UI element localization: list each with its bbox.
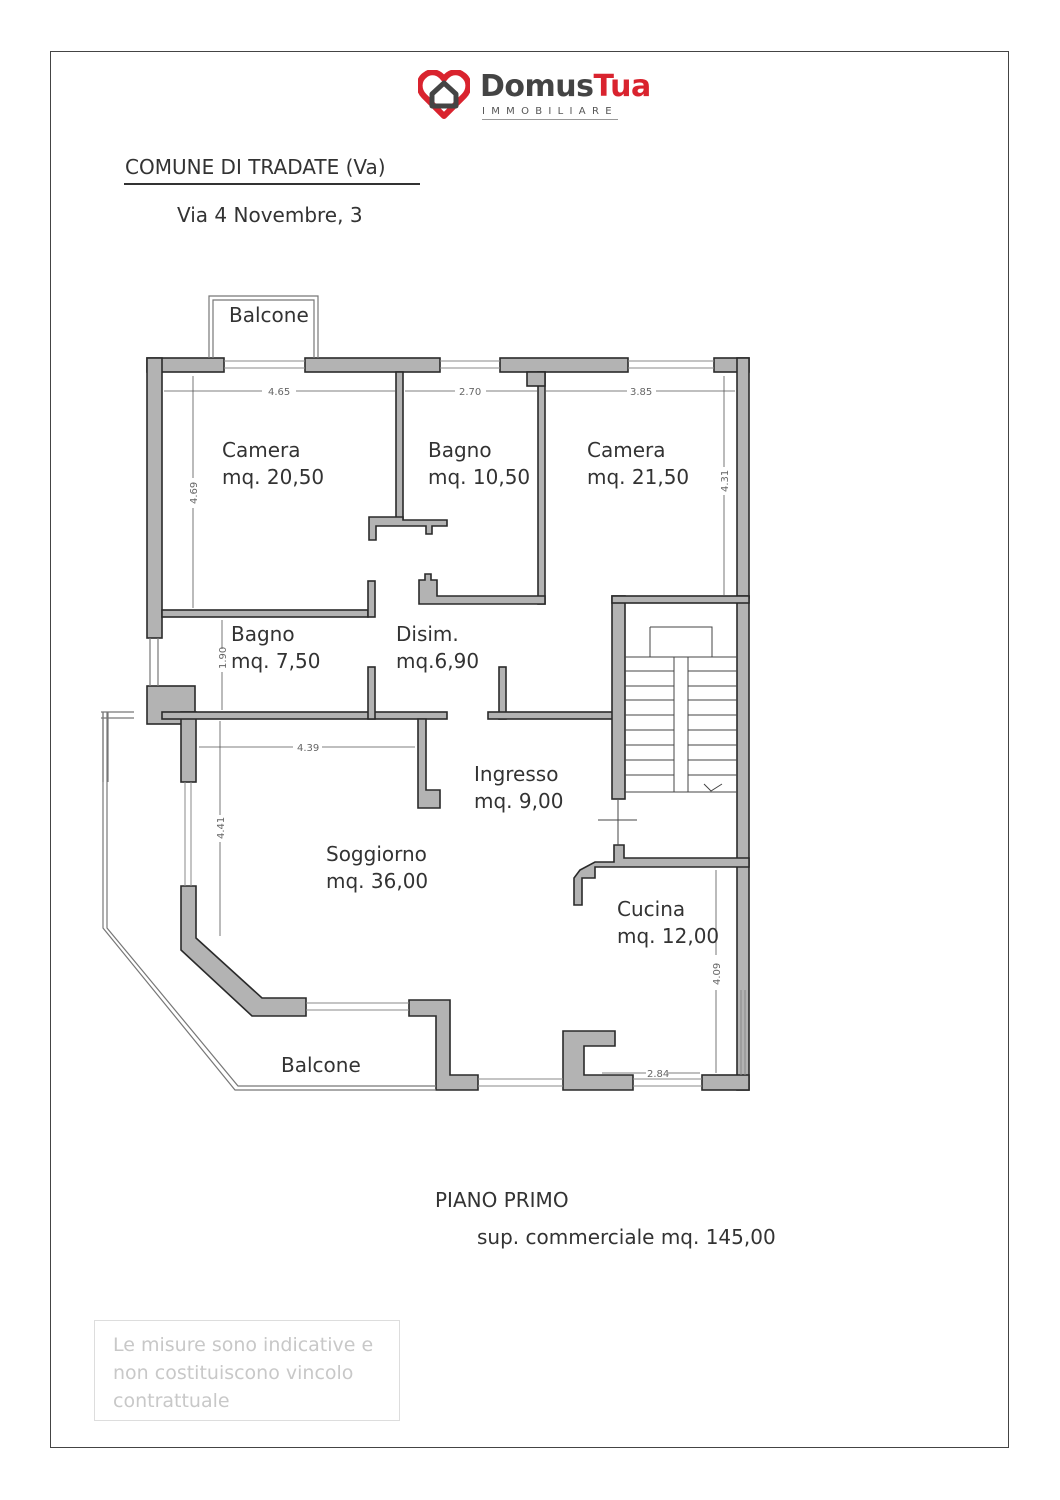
disim-name: Disim. bbox=[396, 622, 459, 646]
windows bbox=[184, 360, 746, 1087]
wall-left-upper bbox=[146, 357, 163, 639]
dimension-lines bbox=[164, 376, 735, 1074]
dim-soggiorno-width: 4.39 bbox=[297, 743, 319, 754]
wall-camera-stub bbox=[368, 516, 448, 541]
dimension-labels: 4.65 2.70 3.85 4.69 4.31 1.90 4.39 4.41 … bbox=[189, 387, 731, 1080]
dim-cucina-width: 2.84 bbox=[647, 1069, 669, 1080]
balcone-bottom-outline bbox=[102, 712, 436, 1091]
wall-camera-bagno bbox=[395, 371, 404, 521]
dim-camera1-depth: 4.69 bbox=[189, 482, 200, 504]
balcone-top-label: Balcone bbox=[229, 303, 309, 327]
wall-kitchen-top bbox=[573, 844, 750, 906]
wall-right-upper bbox=[736, 357, 750, 599]
ingresso-name: Ingresso bbox=[474, 762, 558, 786]
dim-bagno2-depth: 1.90 bbox=[218, 647, 229, 669]
wall-soggiorno-pier bbox=[417, 718, 441, 809]
staircase bbox=[598, 626, 737, 845]
floor-label: PIANO PRIMO bbox=[435, 1188, 569, 1212]
wall-stair-left bbox=[611, 595, 626, 800]
wall-bagno2-bottom bbox=[161, 711, 448, 720]
camera2-area: mq. 21,50 bbox=[587, 465, 689, 489]
heart-house-logo-icon bbox=[418, 70, 470, 119]
dim-camera2-width: 3.85 bbox=[630, 387, 652, 398]
camera1-area: mq. 20,50 bbox=[222, 465, 324, 489]
wall-stair-top bbox=[611, 595, 750, 604]
disclaimer-line: contrattuale bbox=[113, 1390, 230, 1412]
comune-title: COMUNE DI TRADATE (Va) bbox=[125, 155, 386, 179]
bagno2-area: mq. 7,50 bbox=[231, 649, 320, 673]
wall-bagno-camera bbox=[537, 371, 546, 605]
bagno2-name: Bagno bbox=[231, 622, 295, 646]
wall-left-pier bbox=[180, 711, 197, 783]
wall-bottom-left bbox=[408, 999, 479, 1091]
cucina-name: Cucina bbox=[617, 897, 685, 921]
bagno1-name: Bagno bbox=[428, 438, 492, 462]
wall-kitchen-pier bbox=[562, 1030, 634, 1091]
soggiorno-name: Soggiorno bbox=[326, 842, 427, 866]
walls bbox=[146, 357, 750, 1091]
surface-label: sup. commerciale mq. 145,00 bbox=[477, 1225, 776, 1249]
disclaimer-line: Le misure sono indicative e bbox=[113, 1334, 374, 1356]
balcone-top-outline bbox=[208, 295, 319, 358]
dim-soggiorno-depth: 4.41 bbox=[216, 817, 227, 839]
wall-bagno-col bbox=[418, 573, 546, 605]
brand-name: DomusTua bbox=[480, 69, 651, 104]
cucina-area: mq. 12,00 bbox=[617, 924, 719, 948]
wall-disim-stub1 bbox=[367, 580, 376, 618]
wall-disim-stub2 bbox=[367, 666, 376, 720]
wall-top-mid-b bbox=[499, 357, 629, 373]
wall-camera-bottom bbox=[161, 609, 369, 618]
stair-arrow bbox=[703, 783, 723, 792]
side-window bbox=[101, 711, 134, 782]
dim-camera2-depth: 4.31 bbox=[720, 470, 731, 492]
dim-camera1-width: 4.65 bbox=[268, 387, 290, 398]
wall-ingresso-top bbox=[487, 711, 615, 720]
camera2-name: Camera bbox=[587, 438, 666, 462]
bagno1-area: mq. 10,50 bbox=[428, 465, 530, 489]
room-labels: Balcone Camera mq. 20,50 Bagno mq. 10,50… bbox=[222, 303, 719, 1077]
dim-bagno1-width: 2.70 bbox=[459, 387, 481, 398]
camera1-name: Camera bbox=[222, 438, 301, 462]
wall-living-angled bbox=[180, 885, 307, 1017]
address-line: Via 4 Novembre, 3 bbox=[177, 203, 363, 227]
left-window bbox=[149, 638, 159, 686]
soggiorno-area: mq. 36,00 bbox=[326, 869, 428, 893]
balcony-outlines bbox=[101, 295, 436, 1091]
brand-subtitle: IMMOBILIARE bbox=[482, 106, 618, 120]
brand-logo: DomusTua IMMOBILIARE bbox=[418, 70, 678, 122]
title-underline bbox=[124, 183, 420, 185]
wall-bottom-right bbox=[701, 1074, 750, 1091]
balcone-bottom-label: Balcone bbox=[281, 1053, 361, 1077]
wall-right-lower bbox=[736, 595, 750, 1091]
disim-area: mq.6,90 bbox=[396, 649, 479, 673]
disclaimer-line: non costituiscono vincolo bbox=[113, 1362, 354, 1384]
disclaimer-box: Le misure sono indicative e non costitui… bbox=[94, 1320, 400, 1421]
page-frame bbox=[50, 51, 1009, 1448]
wall-top-stub bbox=[526, 371, 546, 387]
wall-top-mid-a bbox=[304, 357, 441, 373]
dim-cucina-depth: 4.09 bbox=[712, 963, 723, 985]
ingresso-area: mq. 9,00 bbox=[474, 789, 563, 813]
